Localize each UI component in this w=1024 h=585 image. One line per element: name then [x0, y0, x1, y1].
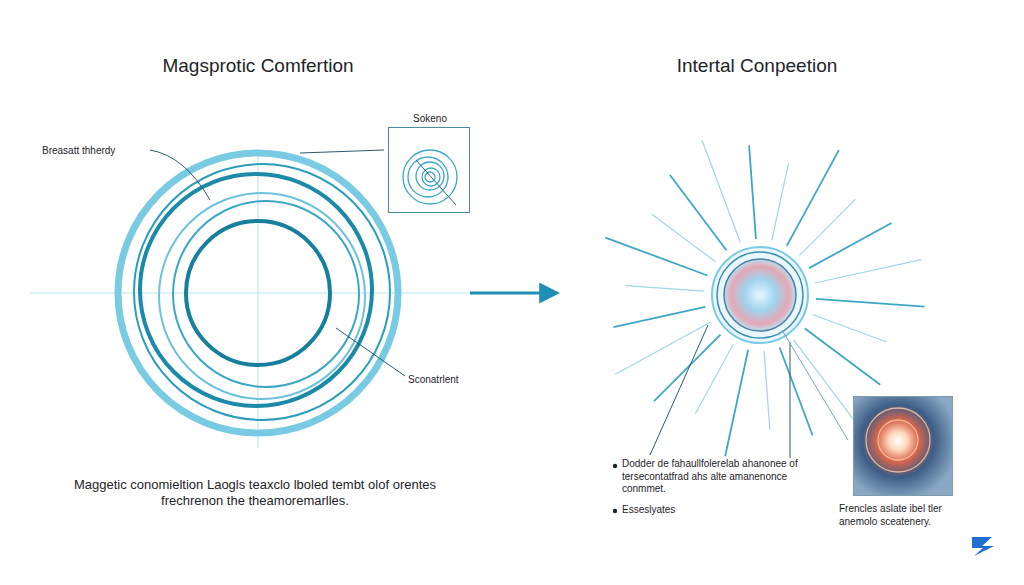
ray: [794, 340, 859, 427]
bullet-dot: [613, 464, 617, 468]
inset-box: Sokeno: [388, 127, 470, 213]
axis-line: [30, 292, 470, 293]
leader-line: [650, 325, 708, 455]
caption-text: Maggetic conomieltion Laogls teaxclo lbo…: [70, 477, 440, 510]
axis-line: [257, 150, 258, 448]
leader-line: [300, 150, 384, 153]
ray: [749, 145, 756, 239]
logo-mark: [972, 537, 994, 556]
core-ring: [717, 252, 803, 338]
ray: [809, 223, 891, 268]
leader-line: [416, 160, 456, 205]
image-inset: [853, 396, 953, 496]
ring: [140, 174, 372, 406]
core: [724, 259, 796, 331]
ray: [670, 175, 726, 250]
panel-title: Intertal Conpeetion: [677, 54, 838, 78]
part-label: Sconatrlent: [408, 374, 459, 387]
ray: [613, 307, 705, 327]
ring: [159, 193, 365, 399]
leader-line: [336, 328, 405, 376]
ray: [816, 299, 925, 307]
ray: [605, 238, 707, 276]
bullet-text: Esseslyates: [622, 504, 675, 517]
ring: [134, 164, 390, 420]
bullet-text: Dodder de fahaullfolerelab ahanonee of t…: [622, 458, 827, 496]
flow-arrow: [470, 292, 556, 295]
ring: [173, 201, 359, 387]
panel-title: Magsprotic Comfertion: [162, 54, 353, 78]
ray: [780, 347, 813, 435]
ray: [787, 150, 839, 246]
leader-line: [150, 150, 210, 200]
ray: [615, 322, 711, 374]
ring-group: [118, 153, 398, 433]
image-box: Frencles aslate ibel tler anemolo sceate…: [853, 396, 953, 496]
ray: [702, 140, 740, 242]
inset-rings: [866, 408, 930, 472]
ray: [725, 350, 748, 457]
inner-ring: [186, 221, 330, 365]
outer-ring: [118, 153, 398, 433]
ray: [654, 335, 720, 402]
ray: [772, 163, 789, 240]
ray: [805, 328, 880, 384]
ray: [812, 314, 886, 342]
leader-line: [790, 342, 791, 458]
ray: [625, 286, 704, 292]
ray: [764, 351, 770, 430]
ray: [815, 260, 921, 283]
leader-line: [782, 330, 848, 440]
part-label: Breasatt thherdy: [42, 145, 115, 158]
bullet-dot: [613, 509, 617, 513]
box-caption: Frencles aslate ibel tler anemolo sceate…: [839, 503, 969, 528]
inset-rings: [403, 150, 457, 204]
core-ring: [712, 247, 808, 343]
box-heading: Sokeno: [413, 113, 447, 126]
